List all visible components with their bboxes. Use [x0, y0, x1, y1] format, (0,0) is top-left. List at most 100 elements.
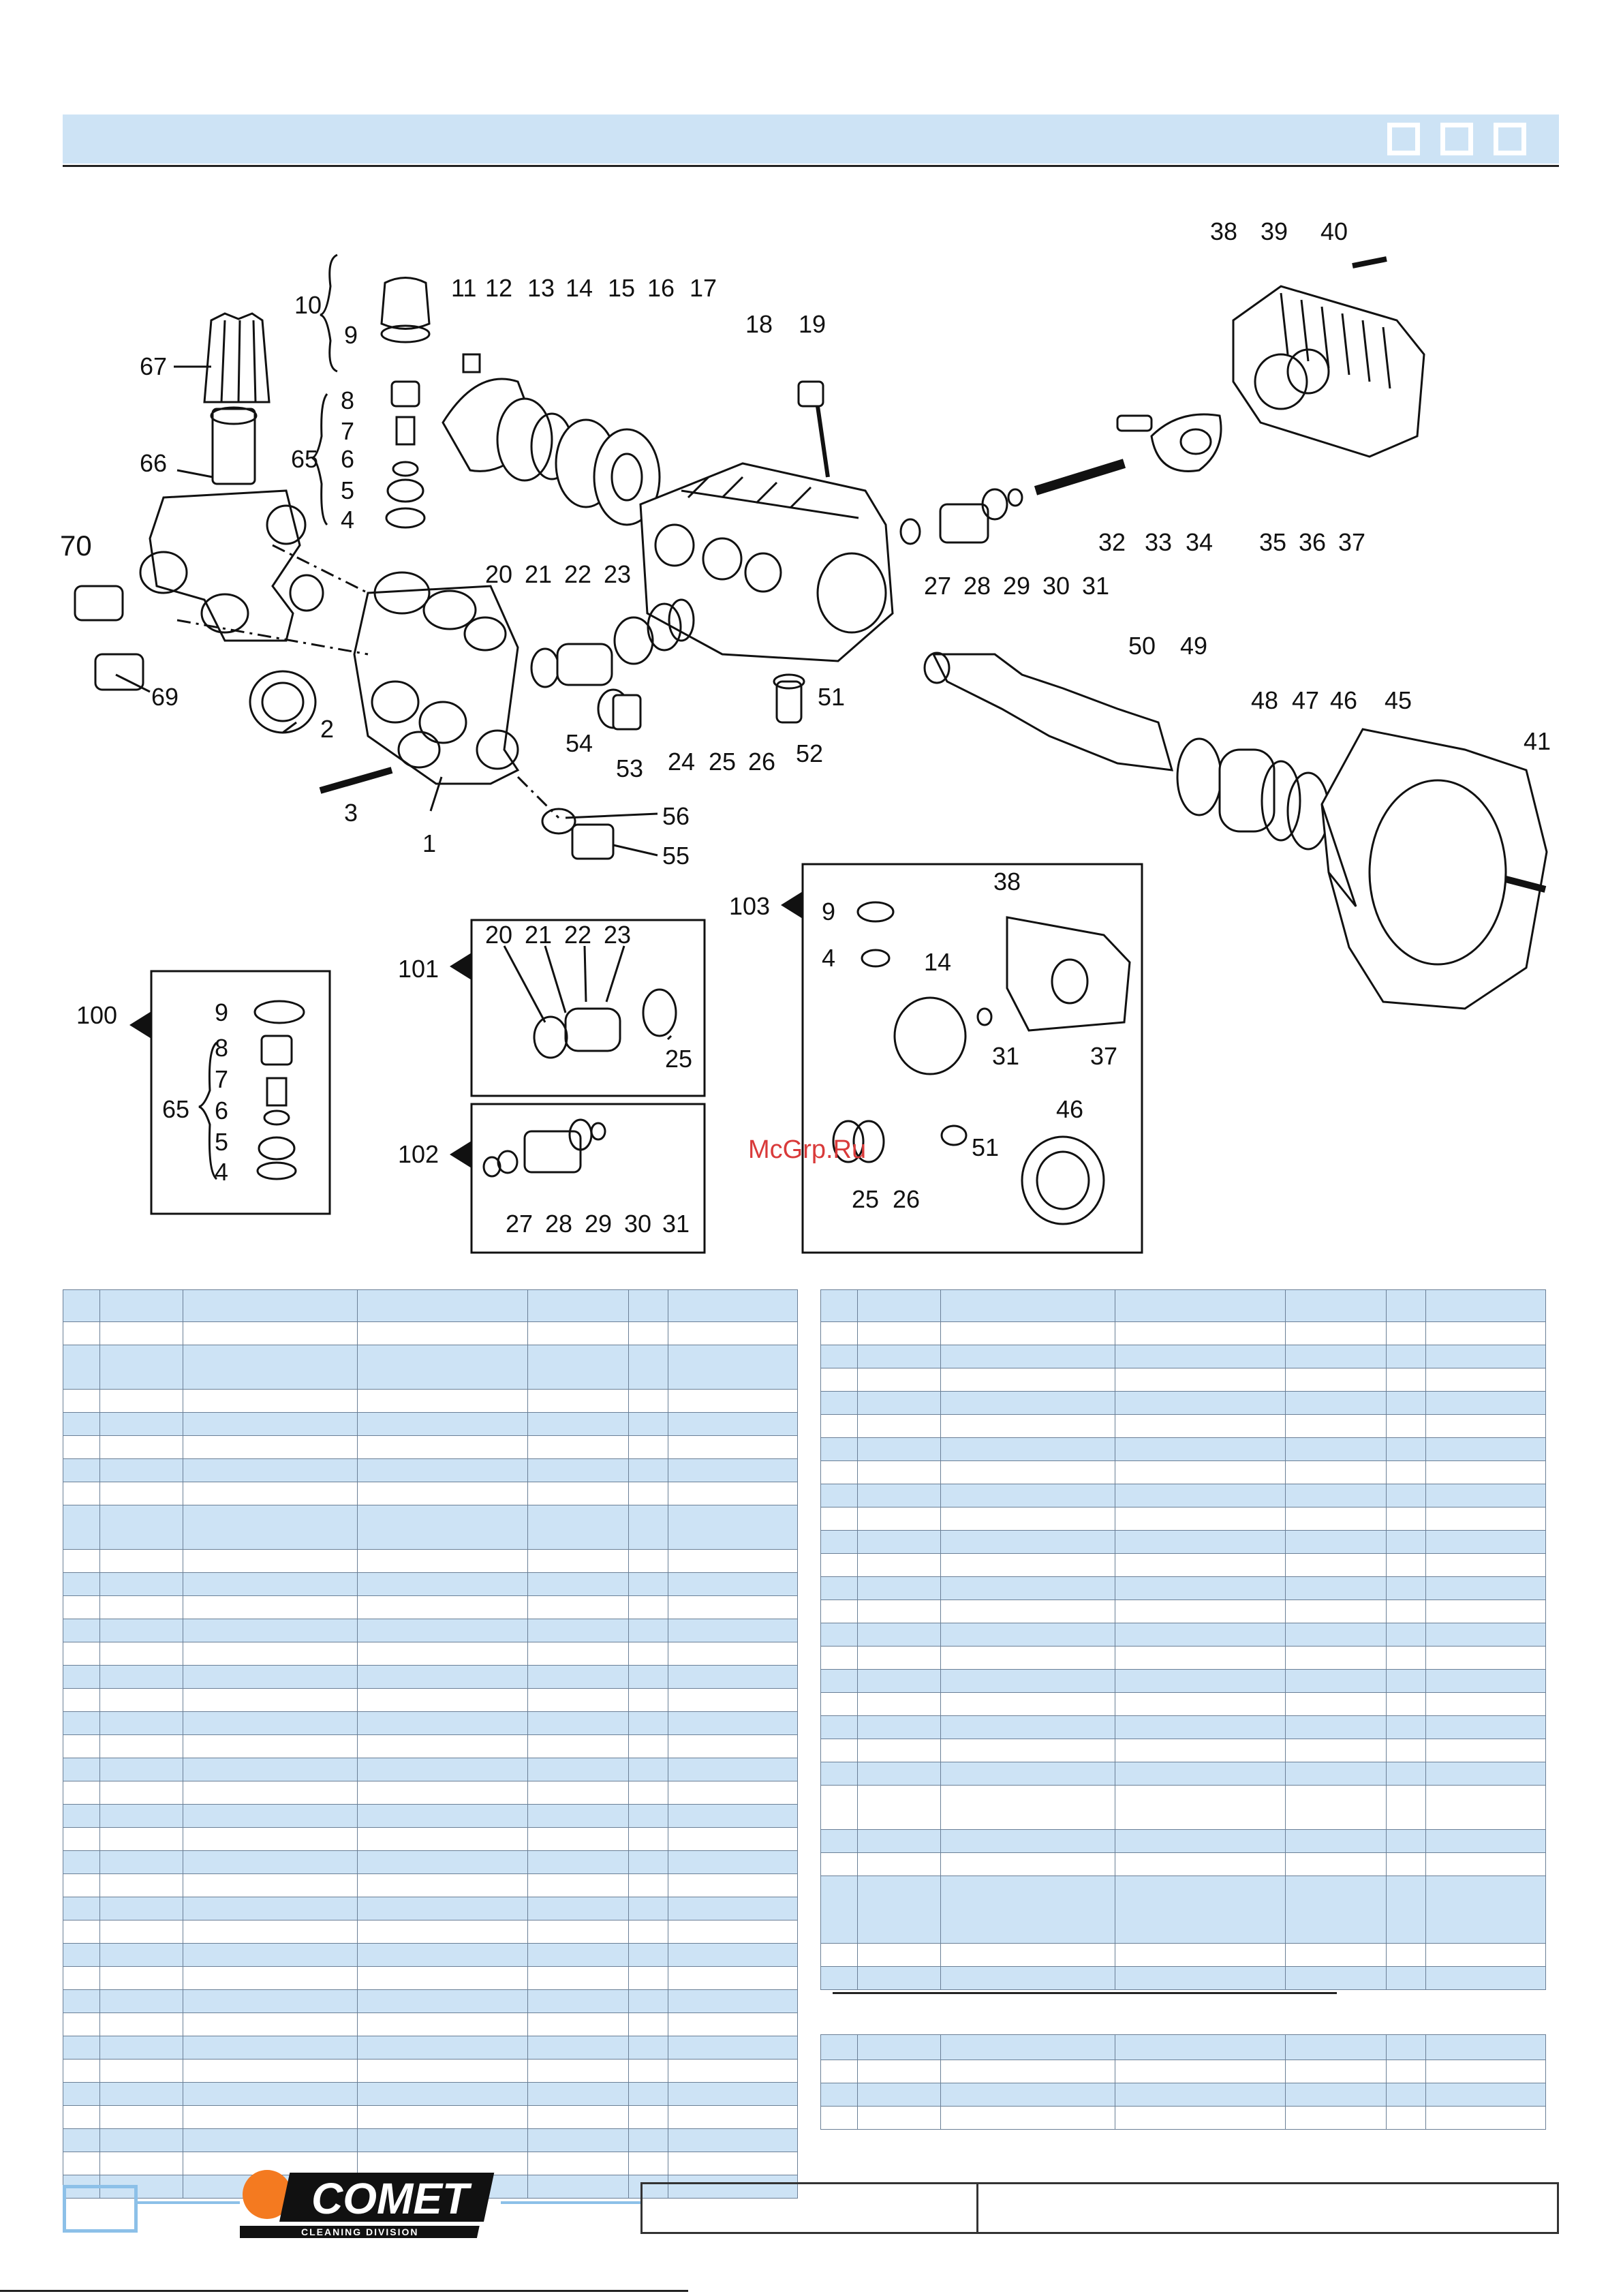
table-cell [1425, 1391, 1546, 1415]
part-70-fitting [74, 585, 124, 622]
table-cell [628, 1850, 668, 1874]
callout-23: 23 [604, 560, 631, 588]
table-cell [628, 2152, 668, 2175]
table-row [63, 2128, 798, 2152]
table-cell [1115, 1530, 1286, 1554]
table-cell [668, 1758, 798, 1781]
col-header [527, 1289, 629, 1322]
table-cell [357, 1966, 528, 1990]
table-cell [857, 1391, 941, 1415]
table-cell [1115, 1599, 1286, 1623]
callout-52: 52 [796, 739, 823, 767]
table-cell [1425, 1852, 1546, 1876]
col-header [1386, 2034, 1426, 2060]
table-cell [99, 1711, 183, 1735]
table-cell [183, 1711, 358, 1735]
callout-16: 16 [647, 274, 675, 302]
table-cell [820, 1321, 858, 1345]
callout-4: 4 [341, 506, 354, 534]
table-cell [63, 1482, 100, 1505]
table-row [820, 1391, 1546, 1415]
table-cell [183, 1804, 358, 1828]
table-cell [668, 1873, 798, 1897]
table-cell [527, 1482, 629, 1505]
callout-36: 36 [1299, 528, 1326, 556]
table-cell [940, 1553, 1115, 1577]
table-row [63, 2082, 798, 2106]
table-cell [1115, 1785, 1286, 1830]
table-cell [940, 2060, 1115, 2083]
table-cell [940, 1437, 1115, 1461]
table-cell [527, 1435, 629, 1459]
table-cell [668, 1345, 798, 1390]
callout-22: 22 [564, 560, 591, 588]
table-cell [628, 1734, 668, 1758]
table-cell [1115, 1829, 1286, 1853]
table-cell [183, 1688, 358, 1712]
table-cell [63, 2105, 100, 2129]
table-cell [1115, 2106, 1286, 2130]
table-cell [1285, 1646, 1387, 1670]
table-cell [183, 2128, 358, 2152]
callout-28: 28 [963, 572, 991, 600]
table-cell [99, 1781, 183, 1805]
table-cell [99, 1804, 183, 1828]
table-cell [357, 1572, 528, 1596]
header-square-icon [1494, 123, 1526, 155]
table-cell [820, 1943, 858, 1967]
table-cell [1115, 1321, 1286, 1345]
table-cell [1115, 1715, 1286, 1739]
kit-100-callout-6: 6 [215, 1097, 228, 1124]
table-cell [357, 2082, 528, 2106]
table-cell [1425, 1646, 1546, 1670]
table-cell [628, 2105, 668, 2129]
table-row [820, 1484, 1546, 1507]
table-cell [820, 1739, 858, 1762]
table-cell [668, 2128, 798, 2152]
table-row [63, 1804, 798, 1828]
table-cell [63, 1873, 100, 1897]
table-cell [357, 1482, 528, 1505]
table-cell [527, 1873, 629, 1897]
table-cell [1386, 1669, 1426, 1693]
table-cell [1285, 1692, 1387, 1716]
table-row [820, 1876, 1546, 1944]
parts-table-right [820, 1289, 1546, 1990]
table-cell [857, 1943, 941, 1967]
table-row [63, 2012, 798, 2036]
table-cell [99, 1389, 183, 1413]
kit-102-callout-31: 31 [662, 1210, 690, 1238]
table-cell [940, 1576, 1115, 1600]
table-cell [820, 1852, 858, 1876]
callout-5: 5 [341, 476, 354, 504]
kit-102-callout-29: 29 [585, 1210, 612, 1238]
table-cell [940, 1829, 1115, 1853]
table-cell [940, 1852, 1115, 1876]
table-cell [63, 1989, 100, 2013]
table-cell [183, 1435, 358, 1459]
callout-17: 17 [690, 274, 717, 302]
table-cell [857, 1437, 941, 1461]
table-cell [668, 2059, 798, 2083]
table-cell [857, 1852, 941, 1876]
table-cell [1425, 1876, 1546, 1944]
callout-8: 8 [341, 386, 354, 414]
table-cell [1425, 1507, 1546, 1531]
table-cell [63, 1458, 100, 1482]
table-cell [527, 1966, 629, 1990]
part-1-manifold [353, 585, 520, 785]
table-cell [1425, 1345, 1546, 1368]
table-cell [1115, 1943, 1286, 1967]
parts-table-left [63, 1289, 798, 2199]
table-row [820, 1368, 1546, 1392]
table-cell [820, 1692, 858, 1716]
callout-69: 69 [151, 683, 179, 711]
table-cell [357, 2012, 528, 2036]
table-cell [820, 1785, 858, 1830]
table-cell [940, 1345, 1115, 1368]
table-cell [63, 1412, 100, 1436]
table-cell [1115, 1507, 1286, 1531]
table-cell [857, 1507, 941, 1531]
kit-100-pointer-icon [129, 1011, 151, 1039]
callout-9: 9 [344, 321, 358, 349]
